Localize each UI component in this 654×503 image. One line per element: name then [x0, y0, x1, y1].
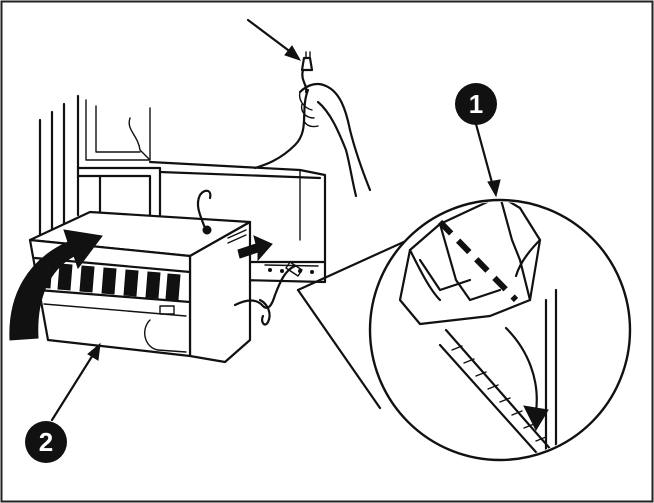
callout-badge-2: 2: [25, 421, 67, 463]
callout-badge-2-label: 2: [39, 427, 53, 457]
callout-badge-1-label: 1: [469, 89, 483, 119]
callout-badge-1: 1: [455, 83, 497, 125]
